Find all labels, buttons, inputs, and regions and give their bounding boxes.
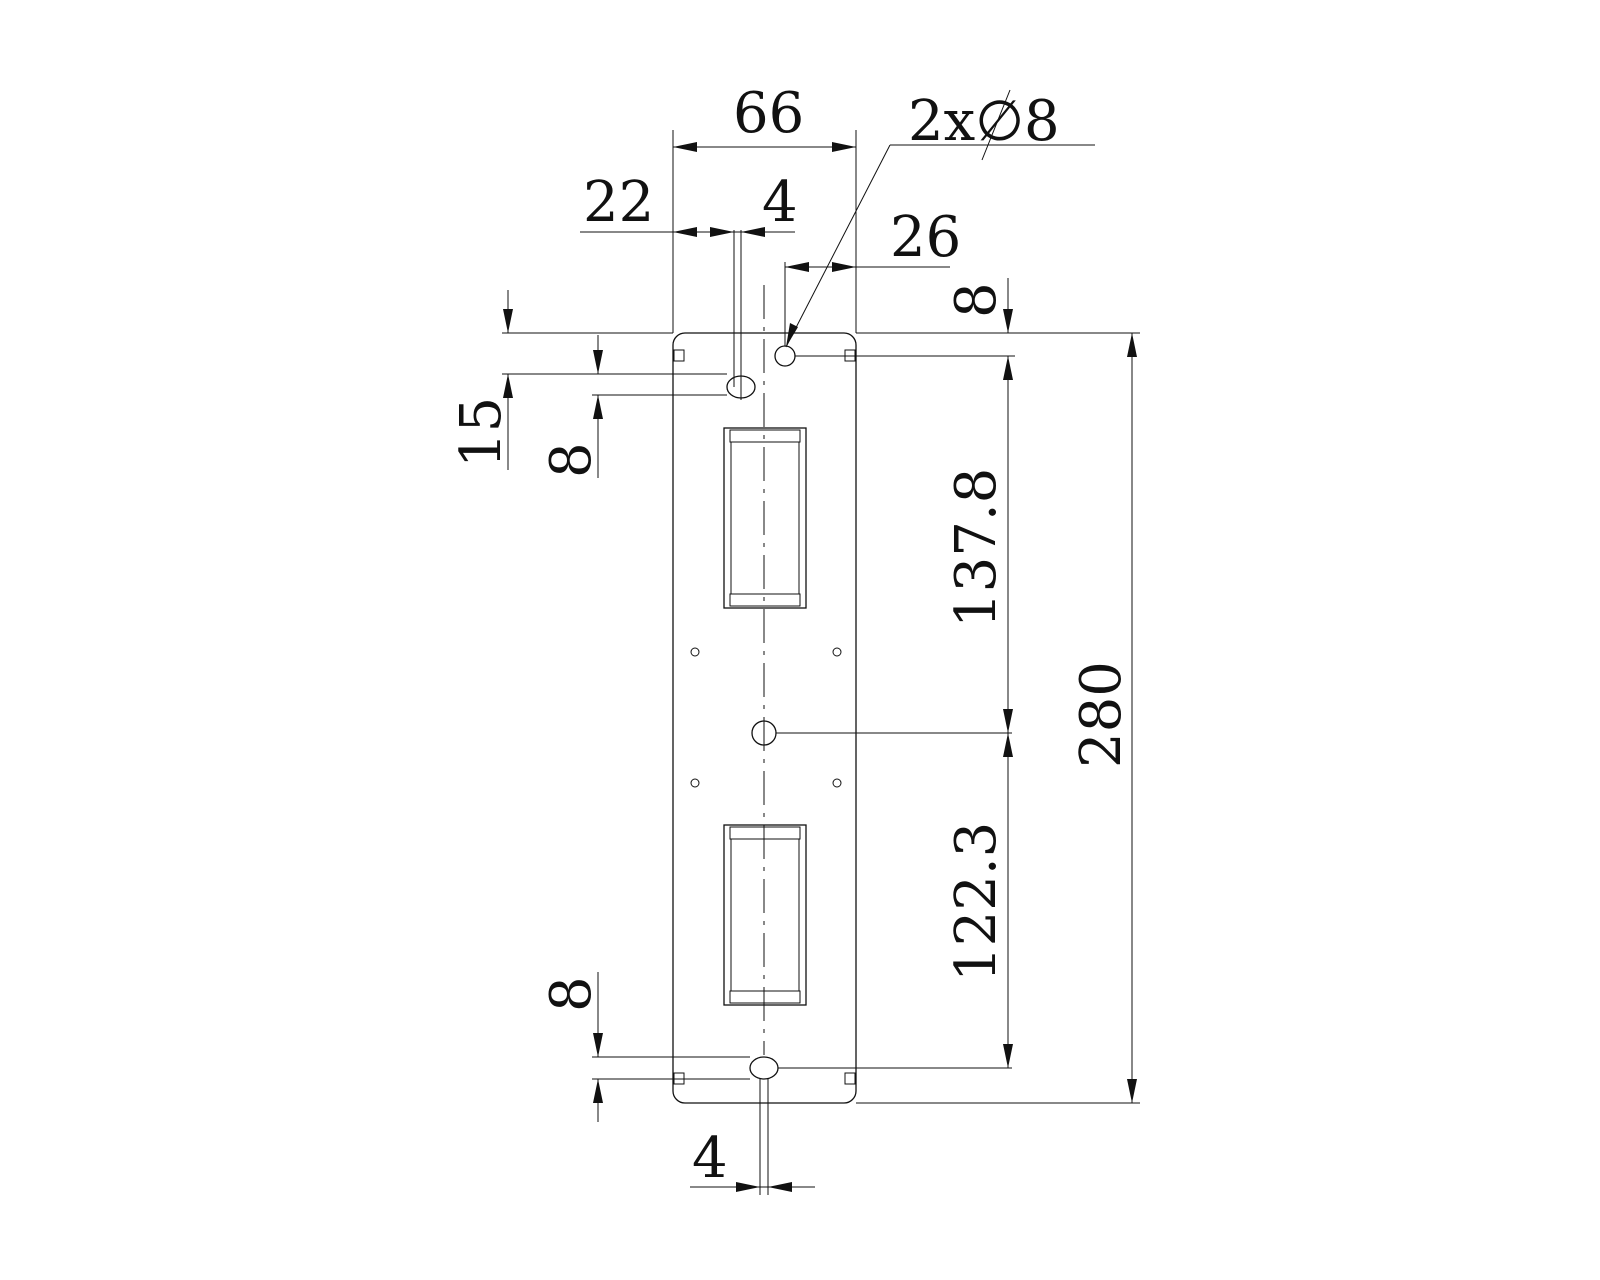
dim-137-8: 137.8	[944, 356, 1013, 733]
dim-8-left-label: 8	[539, 442, 604, 478]
dim-22-label: 22	[583, 170, 654, 235]
dim-122-3: 122.3	[944, 733, 1013, 1068]
bottom-slot	[749, 1056, 779, 1080]
upper-window	[723, 427, 807, 609]
top-right-hole	[774, 345, 796, 367]
dim-4-bottom: 4	[690, 1079, 815, 1195]
dim-137-8-label: 137.8	[944, 468, 1009, 628]
corner-tab-top-left	[673, 349, 685, 362]
dim-8-top-right: 8	[856, 278, 1020, 372]
dim-8-left: 8	[539, 335, 727, 478]
small-hole-4	[832, 778, 842, 788]
dim-66: 66	[672, 81, 857, 333]
dim-hole-callout: 2x∅8	[785, 89, 1095, 348]
corner-tab-bottom-right	[844, 1072, 856, 1085]
plate-outline	[672, 332, 857, 1104]
dim-280-label: 280	[1069, 661, 1134, 768]
small-hole-3	[690, 778, 700, 788]
small-hole-2	[832, 647, 842, 657]
dim-hole-callout-label: 2x∅8	[908, 89, 1060, 154]
lower-window	[723, 824, 807, 1006]
dim-26: 26	[784, 205, 961, 346]
dim-8-bottom-left-label: 8	[539, 976, 604, 1012]
small-hole-1	[690, 647, 700, 657]
dim-15: 15	[449, 290, 727, 470]
dim-4-top-label: 4	[762, 170, 798, 235]
dim-122-3-label: 122.3	[944, 822, 1009, 982]
dim-8-top-right-label: 8	[944, 282, 1009, 318]
dim-280: 280	[856, 332, 1140, 1104]
dim-15-label: 15	[449, 397, 514, 468]
dim-4-bottom-label: 4	[692, 1126, 728, 1191]
dim-8-bottom-left: 8	[539, 972, 750, 1122]
dim-66-label: 66	[733, 81, 804, 146]
dim-22-4: 22 4	[580, 170, 798, 400]
dim-26-label: 26	[890, 205, 961, 270]
